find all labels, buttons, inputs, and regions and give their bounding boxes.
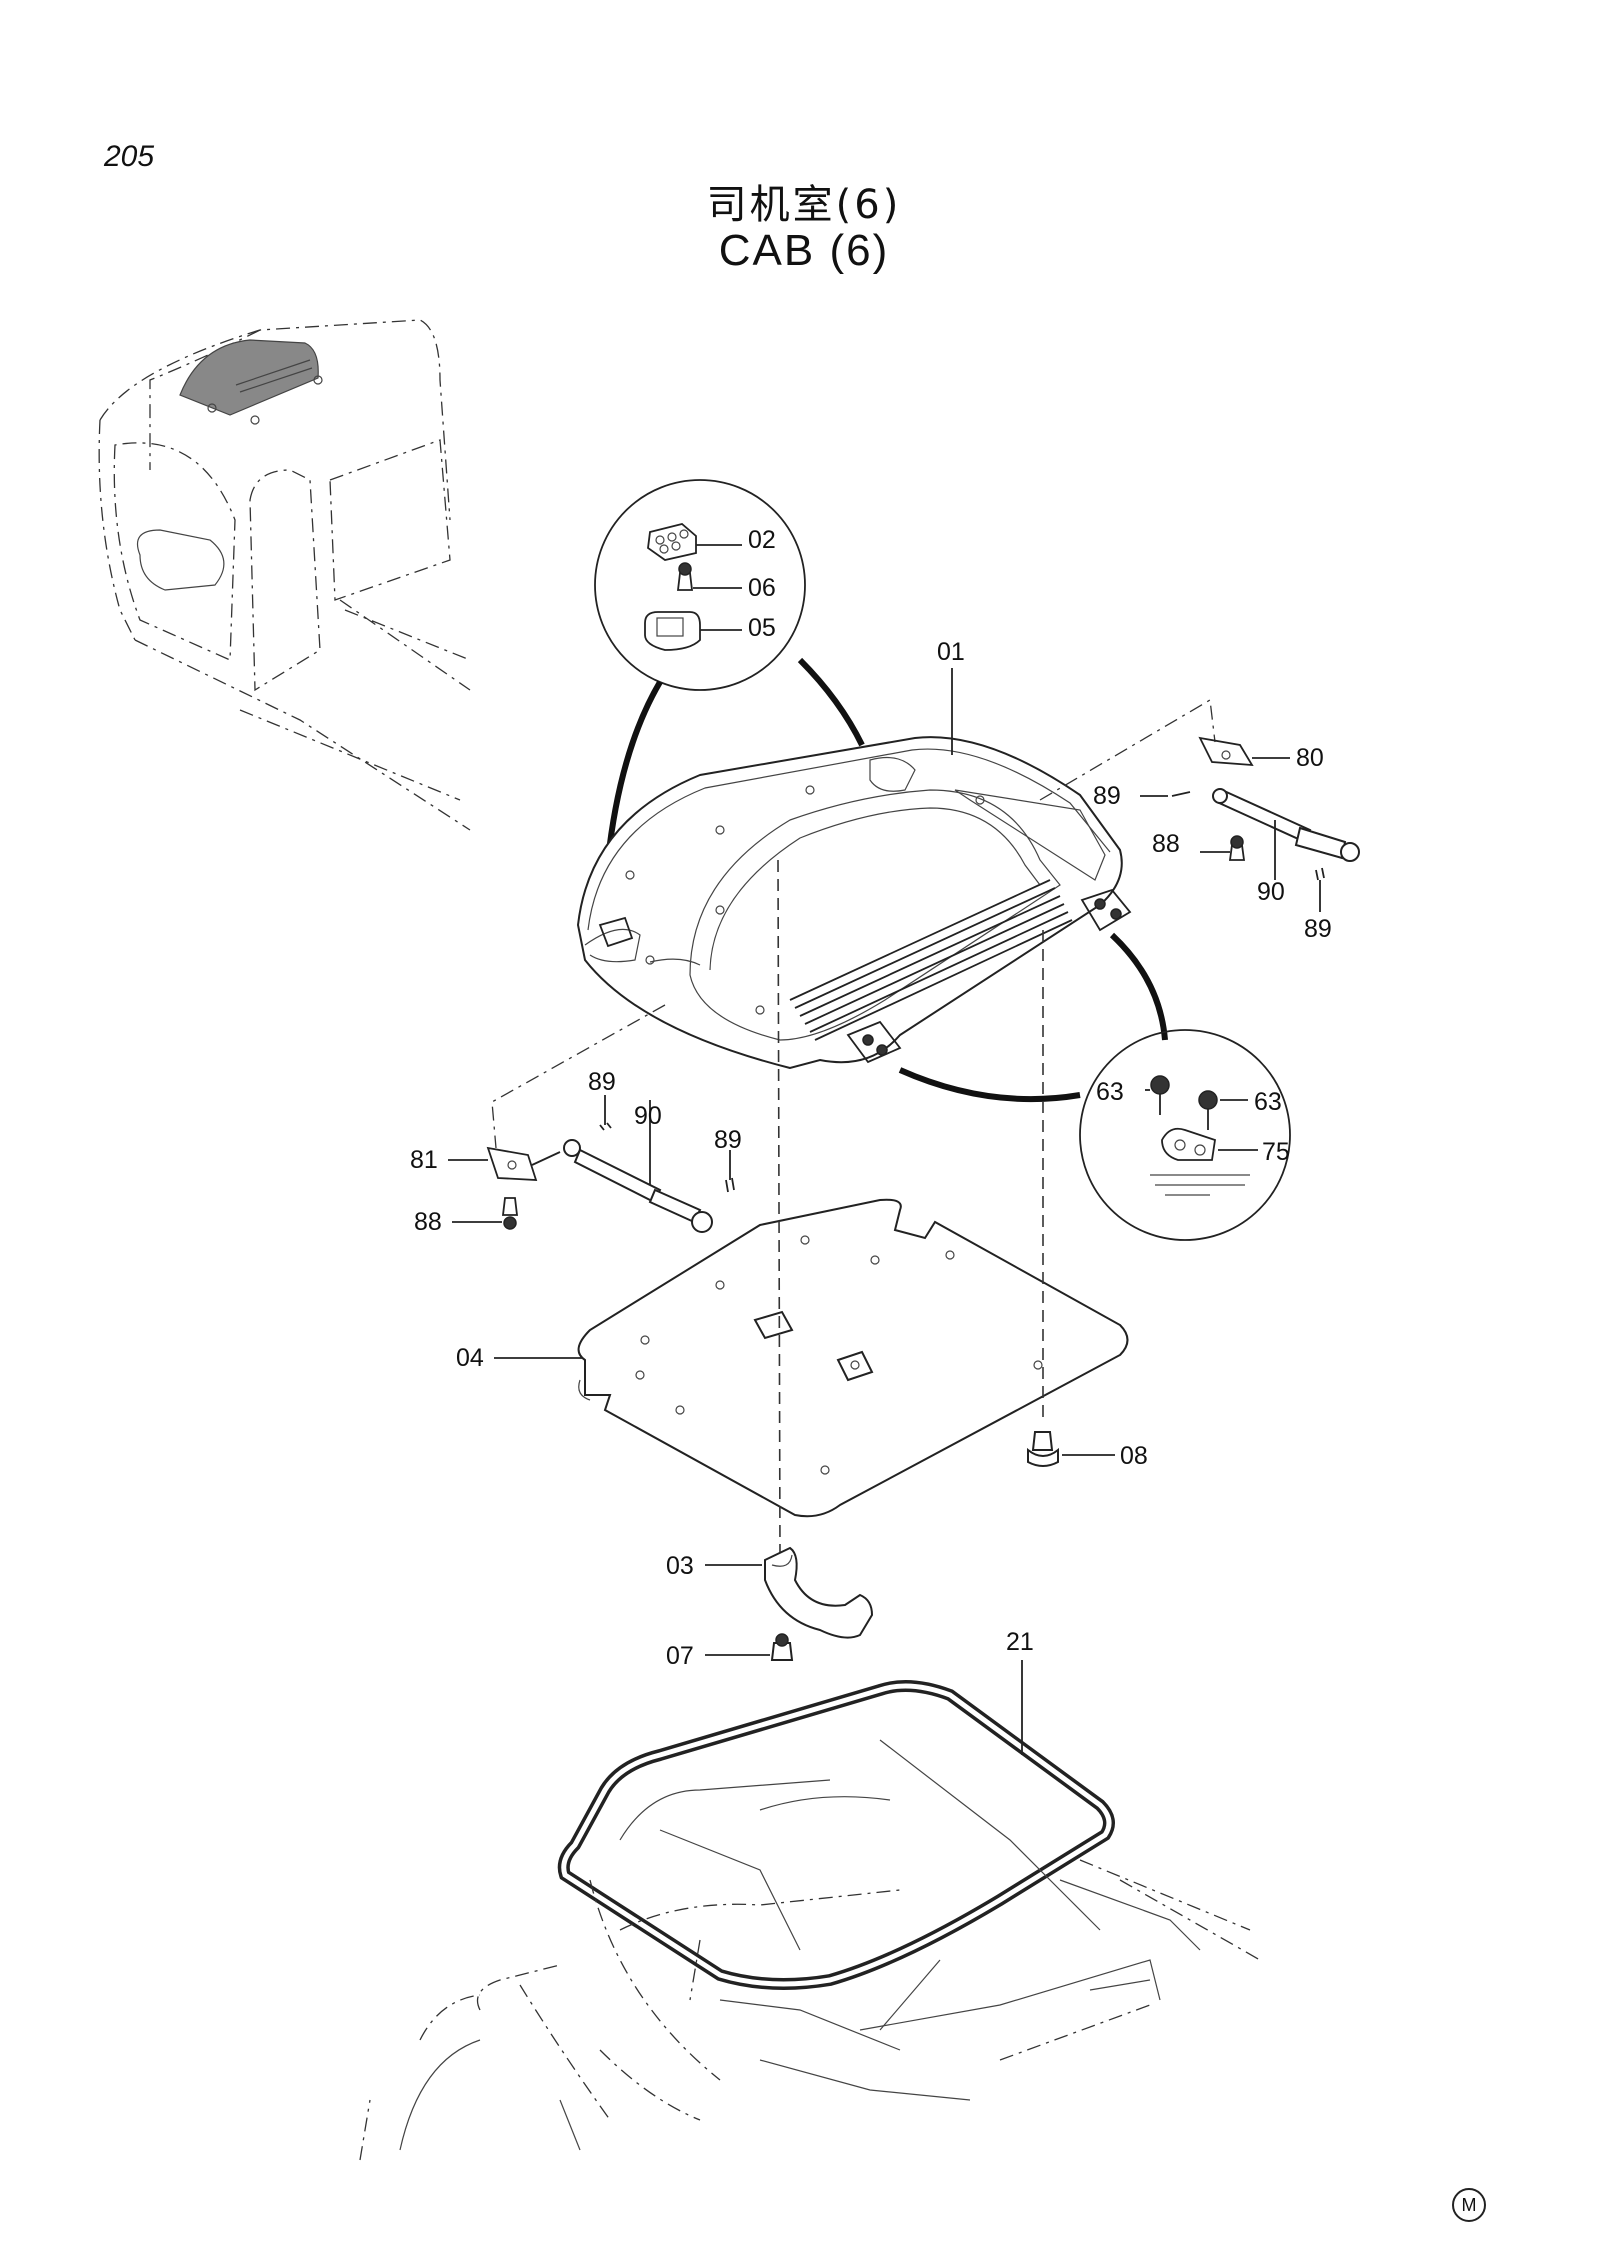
label-75: 75 bbox=[1262, 1138, 1290, 1166]
label-63-b: 63 bbox=[1254, 1088, 1282, 1116]
label-06: 06 bbox=[748, 574, 776, 602]
label-88-a: 88 bbox=[1152, 830, 1180, 858]
label-07: 07 bbox=[666, 1642, 694, 1670]
title-chinese: 司机室(6) bbox=[706, 182, 902, 228]
label-89-a: 89 bbox=[1093, 782, 1121, 810]
label-21: 21 bbox=[1006, 1628, 1034, 1656]
label-04: 04 bbox=[456, 1344, 484, 1372]
cab-overview bbox=[98, 319, 471, 831]
label-03: 03 bbox=[666, 1552, 694, 1580]
label-81: 81 bbox=[410, 1146, 438, 1174]
detail-circle-top bbox=[594, 479, 865, 861]
label-01: 01 bbox=[937, 638, 965, 666]
grab-handle bbox=[705, 1546, 874, 1661]
label-05: 05 bbox=[748, 614, 776, 642]
hatch-seal bbox=[557, 1660, 1115, 1990]
label-80: 80 bbox=[1296, 744, 1324, 772]
label-90-a: 90 bbox=[1257, 878, 1285, 906]
page-number: 205 bbox=[104, 140, 155, 173]
label-02: 02 bbox=[748, 526, 776, 554]
label-89-c: 89 bbox=[588, 1068, 616, 1096]
label-90-b: 90 bbox=[634, 1102, 662, 1130]
hatch-slats bbox=[789, 879, 1073, 1041]
label-08: 08 bbox=[1120, 1442, 1148, 1470]
label-89-d: 89 bbox=[714, 1126, 742, 1154]
title-english: CAB (6) bbox=[718, 226, 890, 275]
callouts: 02 06 05 01 80 89 88 90 89 63 63 75 89 9… bbox=[410, 526, 1332, 1670]
label-63-a: 63 bbox=[1096, 1078, 1124, 1106]
screw-08 bbox=[777, 859, 1115, 1556]
gas-spring-right bbox=[1039, 698, 1360, 912]
label-89-b: 89 bbox=[1304, 915, 1332, 943]
roof-hatch-assembly bbox=[576, 668, 1132, 1070]
cab-roof-lower bbox=[359, 1739, 1261, 2161]
headliner-panel bbox=[494, 1198, 1129, 1518]
gas-spring-left bbox=[448, 1004, 735, 1233]
detail-circle-right bbox=[898, 932, 1291, 1241]
manufacturer-mark: M bbox=[1452, 2188, 1486, 2222]
label-88-b: 88 bbox=[414, 1208, 442, 1236]
